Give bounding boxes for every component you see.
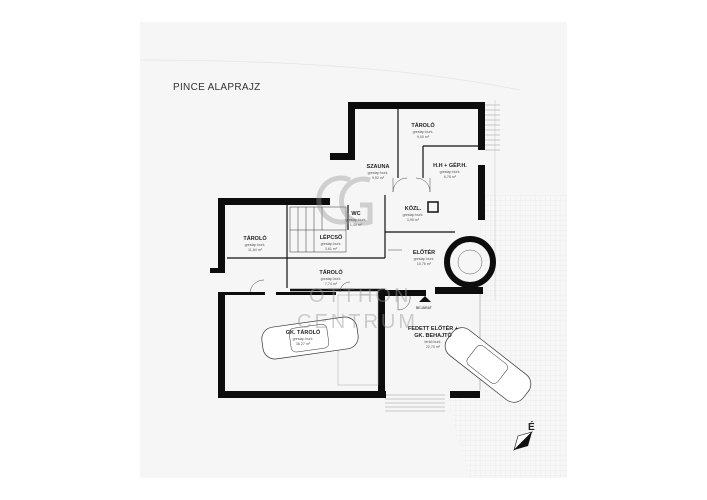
room-name-eloter: ELŐTÉR: [413, 248, 435, 256]
interior-stair: [289, 206, 347, 253]
outer-stair-right: [485, 104, 500, 151]
room-area-tarolo-mid: 7,74 m²: [325, 282, 338, 286]
room-area-lepcso: 3,61 m²: [325, 247, 338, 251]
car-on-driveway: [444, 327, 532, 403]
room-floor-tarolo-mid: greslap burk.: [321, 277, 342, 281]
room-area-szauna: 9,52 m²: [372, 176, 385, 180]
room-floor-hh-geph: greslap burk.: [440, 170, 461, 174]
room-name-szauna: SZAUNA: [367, 164, 390, 170]
chimney: [427, 201, 439, 213]
terrain-line: [139, 59, 521, 91]
room-name-fedett: FEDETT ELŐTÉR +: [408, 324, 458, 332]
room-name-lepcso: LÉPCSŐ: [320, 233, 343, 241]
interior-walls: [227, 108, 478, 292]
room-name-tarolo-left: TÁROLÓ: [243, 234, 267, 242]
entrance-label: BEJÁRAT: [416, 306, 433, 310]
room-floor-szauna: greslap burk.: [368, 171, 389, 175]
room-name-gk-tarolo: GK. TÁROLÓ: [286, 328, 321, 336]
room-floor-tarolo-top: greslap burk.: [413, 130, 434, 134]
entrance-arrow: [419, 296, 431, 302]
room-floor-tarolo-left: greslap burk.: [245, 243, 266, 247]
room-name-tarolo-top: TÁROLÓ: [411, 121, 435, 129]
watermark-line2: CENTRUM: [297, 311, 418, 333]
room-name-hh-geph: H.H + GÉP.H.: [433, 161, 467, 169]
room-floor-eloter: greslap burk.: [414, 257, 435, 261]
room-area-tarolo-top: 9,00 m²: [417, 135, 430, 139]
outer-stair-bottom: [385, 394, 445, 412]
plan-title: PINCE ALAPRAJZ: [173, 82, 261, 93]
room-area-wc: 1,44 m²: [350, 223, 363, 227]
round-stair-inner: [457, 249, 483, 275]
outer-walls: [210, 102, 485, 398]
north-label: É: [528, 420, 535, 433]
room-floor-gk-tarolo: greslap burk.: [293, 337, 314, 341]
paving-area-lower: [445, 395, 567, 478]
north-arrow-icon: [513, 431, 534, 452]
room-floor-lepcso: greslap burk.: [321, 242, 342, 246]
room-name-wc: WC: [351, 211, 360, 217]
room-area-kozl: 3,95 m²: [407, 218, 420, 222]
room-name-kozl: KÖZL.: [405, 205, 422, 212]
round-stair-tower: [444, 236, 496, 288]
watermark-logo: OTTHON CENTRUM: [297, 175, 418, 333]
room-floor-fedett: térkő burk.: [425, 340, 442, 344]
room-area-gk-tarolo: 36,27 m²: [296, 342, 311, 346]
room-name2-fedett: GK. BEHAJTÓ: [414, 331, 452, 339]
room-area-hh-geph: 6,78 m²: [444, 175, 457, 179]
room-area-tarolo-left: 11,84 m²: [248, 248, 263, 252]
door-swings: [249, 177, 431, 311]
car-in-garage: [261, 316, 359, 360]
room-area-fedett: 22,70 m²: [426, 345, 441, 349]
room-floor-kozl: greslap burk.: [403, 213, 424, 217]
room-floor-wc: greslap burk.: [346, 218, 367, 222]
room-name-tarolo-mid: TÁROLÓ: [319, 268, 343, 276]
room-area-eloter: 10,76 m²: [417, 262, 432, 266]
watermark-line1: OTTHON: [309, 285, 411, 307]
